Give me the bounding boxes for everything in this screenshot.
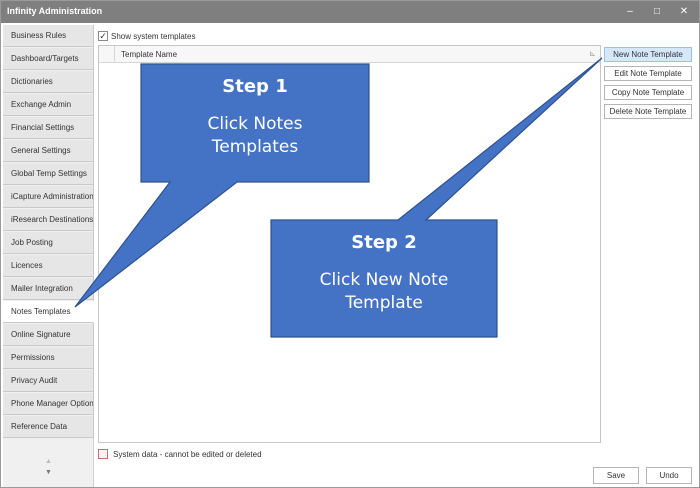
sidebar-item-privacy-audit[interactable]: Privacy Audit <box>3 370 94 392</box>
sidebar-item-licences[interactable]: Licences <box>3 255 94 277</box>
sidebar-item-financial-settings[interactable]: Financial Settings <box>3 117 94 139</box>
sidebar-item-iresearch-destinations[interactable]: iResearch Destinations <box>3 209 94 231</box>
sidebar-item-job-posting[interactable]: Job Posting <box>3 232 94 254</box>
show-system-templates-checkbox[interactable]: ✓ <box>98 31 108 41</box>
scroll-up-icon[interactable]: ▲ <box>45 458 52 465</box>
sidebar-item-mailer-integration[interactable]: Mailer Integration <box>3 278 94 300</box>
sidebar-item-global-temp-settings[interactable]: Global Temp Settings <box>3 163 94 185</box>
sidebar-item-notes-templates[interactable]: Notes Templates <box>3 301 94 323</box>
show-system-templates-label: Show system templates <box>111 31 196 41</box>
sidebar-item-icapture-administration[interactable]: iCapture Administration <box>3 186 94 208</box>
system-data-legend-label: System data - cannot be edited or delete… <box>113 449 262 459</box>
sidebar-item-exchange-admin[interactable]: Exchange Admin <box>3 94 94 116</box>
close-button[interactable]: ✕ <box>679 6 689 17</box>
step2-line2: Template <box>345 293 423 313</box>
window-title: Infinity Administration <box>7 6 103 16</box>
step1-line2: Templates <box>211 137 299 157</box>
sidebar-item-online-signature[interactable]: Online Signature <box>3 324 94 346</box>
grid-header: Template Name ⊾ <box>99 46 600 63</box>
step2-title: Step 2 <box>351 232 417 253</box>
sidebar-item-permissions[interactable]: Permissions <box>3 347 94 369</box>
sidebar-item-dictionaries[interactable]: Dictionaries <box>3 71 94 93</box>
save-button[interactable]: Save <box>593 467 639 484</box>
new-note-template-button[interactable]: New Note Template <box>604 47 692 62</box>
sidebar-item-general-settings[interactable]: General Settings <box>3 140 94 162</box>
row-indicator-column <box>99 46 115 62</box>
sidebar-item-phone-manager-options[interactable]: Phone Manager Options <box>3 393 94 415</box>
step1-callout: Step 1 Click Notes Templates <box>141 76 369 159</box>
sidebar: Business Rules Dashboard/Targets Diction… <box>3 25 94 487</box>
system-data-legend: System data - cannot be edited or delete… <box>98 448 262 460</box>
undo-button[interactable]: Undo <box>646 467 692 484</box>
step2-callout: Step 2 Click New Note Template <box>271 232 497 315</box>
sidebar-scroll: ▲ ▼ <box>3 455 94 487</box>
system-data-swatch <box>98 449 108 459</box>
scroll-down-icon[interactable]: ▼ <box>45 469 52 476</box>
step1-title: Step 1 <box>222 76 288 97</box>
edit-note-template-button[interactable]: Edit Note Template <box>604 66 692 81</box>
column-header-template-name[interactable]: Template Name <box>121 50 178 59</box>
sidebar-item-dashboard-targets[interactable]: Dashboard/Targets <box>3 48 94 70</box>
sidebar-item-reference-data[interactable]: Reference Data <box>3 416 94 438</box>
minimize-button[interactable]: – <box>627 6 633 17</box>
title-bar: Infinity Administration – □ ✕ <box>1 1 699 23</box>
step1-line1: Click Notes <box>207 114 303 134</box>
delete-note-template-button[interactable]: Delete Note Template <box>604 104 692 119</box>
filter-icon[interactable]: ⊾ <box>589 49 596 58</box>
sidebar-item-business-rules[interactable]: Business Rules <box>3 25 94 47</box>
show-system-templates-row: ✓ Show system templates <box>98 30 195 42</box>
copy-note-template-button[interactable]: Copy Note Template <box>604 85 692 100</box>
step2-line1: Click New Note <box>319 270 449 290</box>
maximize-button[interactable]: □ <box>653 6 661 17</box>
